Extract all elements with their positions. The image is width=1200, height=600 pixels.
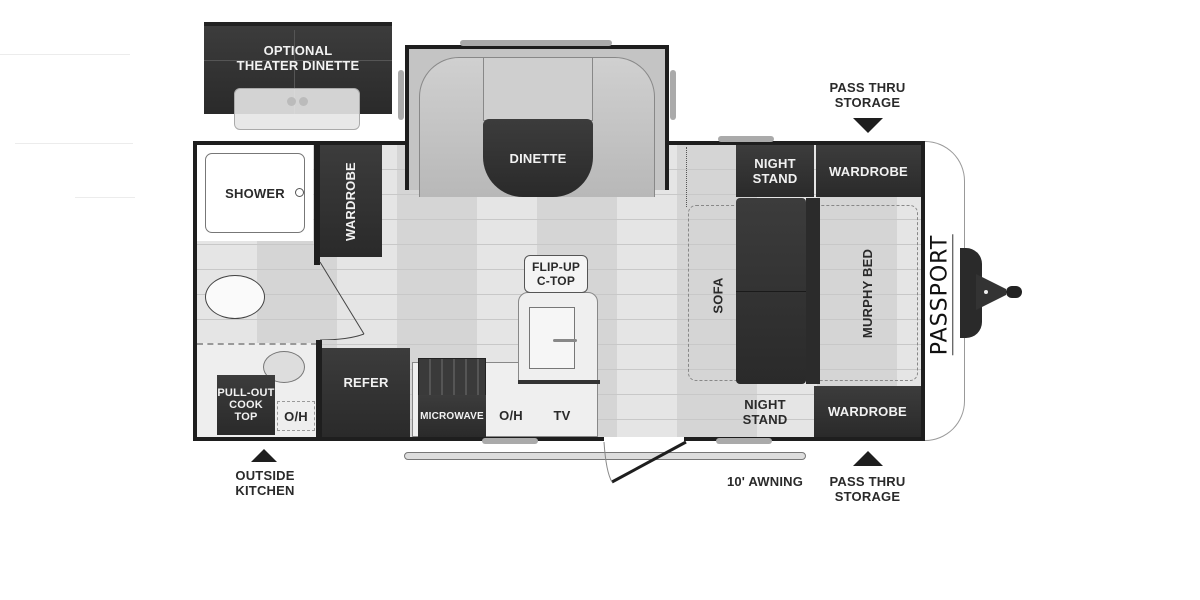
window: [460, 40, 612, 46]
refer-label: REFER: [343, 375, 389, 390]
arrow-up-icon: [853, 451, 883, 466]
window: [670, 70, 676, 120]
artifact-line: [75, 197, 135, 198]
window: [482, 438, 538, 444]
refrigerator: REFER: [322, 348, 410, 437]
shower-area: SHOWER: [197, 145, 313, 241]
pull-out-cook-top-label: PULL-OUT COOK TOP: [217, 387, 275, 423]
hitch-icon: [976, 274, 1022, 310]
dinette-table: DINETTE: [483, 119, 593, 197]
toilet: [205, 275, 265, 319]
pass-thru-top-label: PASS THRU STORAGE: [829, 80, 906, 110]
arrow-down-icon: [853, 118, 883, 133]
hitch-jack: [960, 248, 982, 338]
awning-label: 10' AWNING: [726, 474, 804, 489]
night-stand-bottom: NIGHT STAND: [730, 390, 800, 434]
dinette-slideout: DINETTE: [405, 45, 669, 197]
night-stand-top-label: NIGHT STAND: [752, 156, 798, 186]
microwave-label: MICROWAVE: [420, 410, 484, 422]
artifact-line: [15, 143, 133, 144]
flip-up-label: FLIP-UP C-TOP: [531, 260, 581, 288]
wardrobe-top-label: WARDROBE: [829, 163, 908, 179]
kitchen-wall: [316, 340, 322, 437]
artifact-line: [0, 54, 130, 55]
flip-up-c-top: FLIP-UP C-TOP: [524, 255, 588, 293]
wardrobe-bath: WARDROBE: [318, 145, 382, 257]
microwave: MICROWAVE: [418, 395, 486, 437]
night-stand-top: NIGHT STAND: [736, 145, 814, 197]
night-stand-bottom-label: NIGHT STAND: [742, 397, 788, 427]
shower-label: SHOWER: [225, 185, 285, 201]
stove-icon: [418, 358, 486, 398]
sofa-label: SOFA: [710, 276, 726, 314]
counter-edge: [518, 380, 600, 384]
passport-logo-text: PASSPORT: [927, 234, 954, 356]
faucet-icon: [553, 339, 577, 342]
pass-thru-bottom-label: PASS THRU STORAGE: [829, 474, 906, 504]
pull-out-cook-top: PULL-OUT COOK TOP: [217, 375, 275, 435]
entry-door[interactable]: [600, 432, 696, 488]
theater-table: [234, 88, 360, 130]
dinette-label: DINETTE: [509, 150, 567, 166]
wardrobe-top: WARDROBE: [816, 145, 921, 197]
arrow-up-icon: [251, 449, 277, 462]
outside-overhead: O/H: [277, 401, 315, 431]
door-swing: [319, 261, 365, 340]
window: [718, 136, 774, 142]
kitchen-sink: [529, 307, 575, 369]
kitchen-oh-label: O/H: [499, 408, 523, 423]
passport-logo: PASSPORT: [920, 220, 960, 370]
drain-icon: [295, 188, 304, 197]
optional-theater-dinette-label: OPTIONAL THEATER DINETTE: [236, 43, 360, 73]
wardrobe-bath-label: WARDROBE: [342, 161, 358, 241]
wardrobe-bottom-label: WARDROBE: [828, 404, 907, 419]
wardrobe-bottom: WARDROBE: [814, 386, 921, 437]
tv-label: TV: [553, 408, 571, 423]
bath-wall: [314, 145, 320, 265]
shower: SHOWER: [205, 153, 305, 233]
outside-kitchen-area: PULL-OUT COOK TOP O/H: [197, 343, 317, 437]
sofa: SOFA: [700, 210, 736, 380]
curtain: [686, 147, 694, 207]
murphy-bed: MURPHY BED: [822, 205, 914, 381]
flip-up-counter: [518, 292, 598, 382]
outside-oh-label: O/H: [284, 408, 308, 424]
sofa-back: [806, 198, 820, 384]
murphy-bed-label: MURPHY BED: [860, 248, 876, 338]
outside-kitchen-label: OUTSIDE KITCHEN: [235, 468, 295, 498]
sofa-cushions: [736, 198, 806, 384]
window: [398, 70, 404, 120]
window: [716, 438, 772, 444]
entry-door-opening: [604, 437, 684, 443]
